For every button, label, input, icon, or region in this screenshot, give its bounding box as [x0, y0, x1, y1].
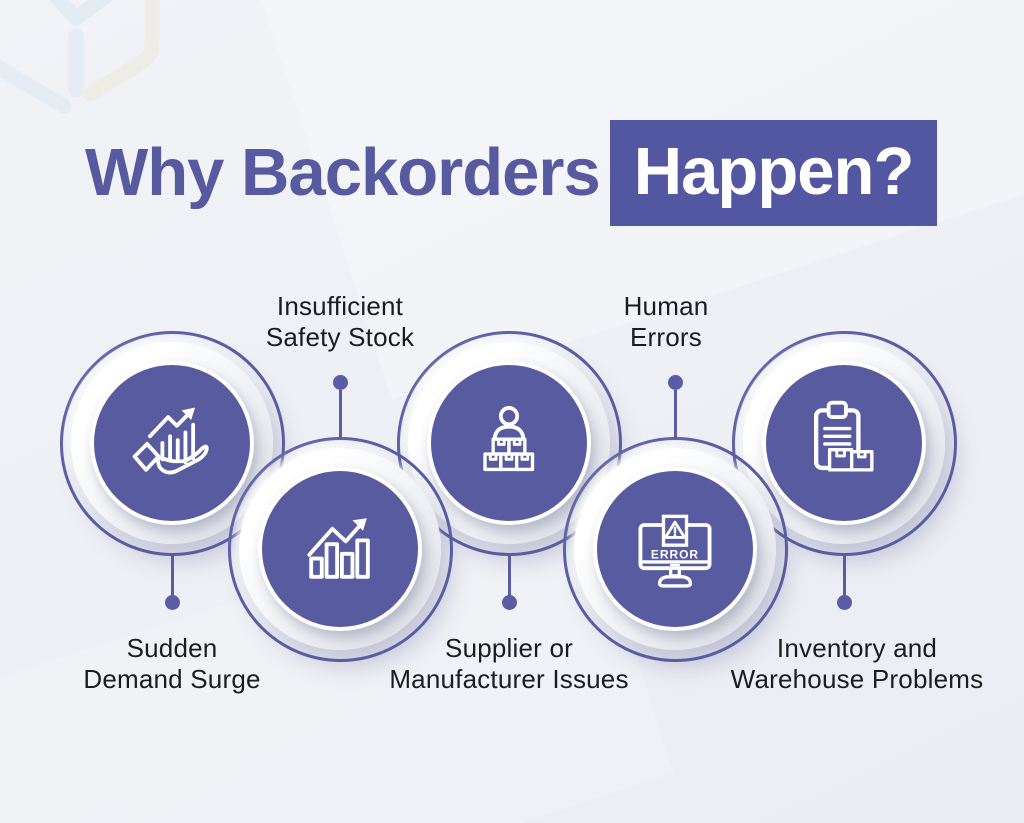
- clipboard-boxes-icon: [814, 400, 874, 472]
- circle-ring: [60, 331, 285, 556]
- circle-badge: ERROR: [593, 467, 757, 631]
- cause-item-human-errors: ERROR Human Errors: [563, 291, 788, 662]
- connector-dot: [668, 375, 683, 390]
- cause-label: Insufficient Safety Stock: [265, 291, 415, 352]
- circle-ring: [397, 331, 622, 556]
- circle-ring: [228, 437, 453, 662]
- title-highlight-box: Happen?: [609, 120, 938, 226]
- error-label: ERROR: [651, 548, 699, 562]
- title-text: Why Backorders: [85, 135, 601, 210]
- bar-chart-trend-icon: [307, 518, 370, 579]
- circle-ring: [732, 331, 957, 556]
- cause-label: Sudden Demand Surge: [83, 633, 261, 694]
- circle-ring: [563, 437, 788, 662]
- connector-dot: [165, 595, 180, 610]
- connector-line: [171, 554, 174, 603]
- cause-item-insufficient-safety-stock: Insufficient Safety Stock: [228, 291, 453, 662]
- connector-line: [339, 390, 342, 438]
- error-monitor-icon: ERROR: [638, 514, 712, 588]
- cause-label: Human Errors: [623, 291, 709, 352]
- connector-dot: [333, 375, 348, 390]
- connector-line: [674, 390, 677, 438]
- connector-line: [843, 554, 846, 603]
- hand-growth-chart-icon: [132, 407, 209, 475]
- cause-label: Supplier or Manufacturer Issues: [389, 633, 629, 694]
- connector-line: [508, 554, 511, 603]
- worker-stacked-boxes-icon: [483, 406, 535, 472]
- circle-badge: [427, 361, 591, 525]
- cube-watermark-icon: [0, 0, 160, 114]
- cause-label: Inventory and Warehouse Problems: [730, 633, 984, 694]
- circle-badge: [258, 467, 422, 631]
- page-title: Why Backorders Happen?: [85, 120, 938, 226]
- circle-badge: [90, 361, 254, 525]
- circle-badge: [762, 361, 926, 525]
- connector-dot: [502, 595, 517, 610]
- connector-dot: [837, 595, 852, 610]
